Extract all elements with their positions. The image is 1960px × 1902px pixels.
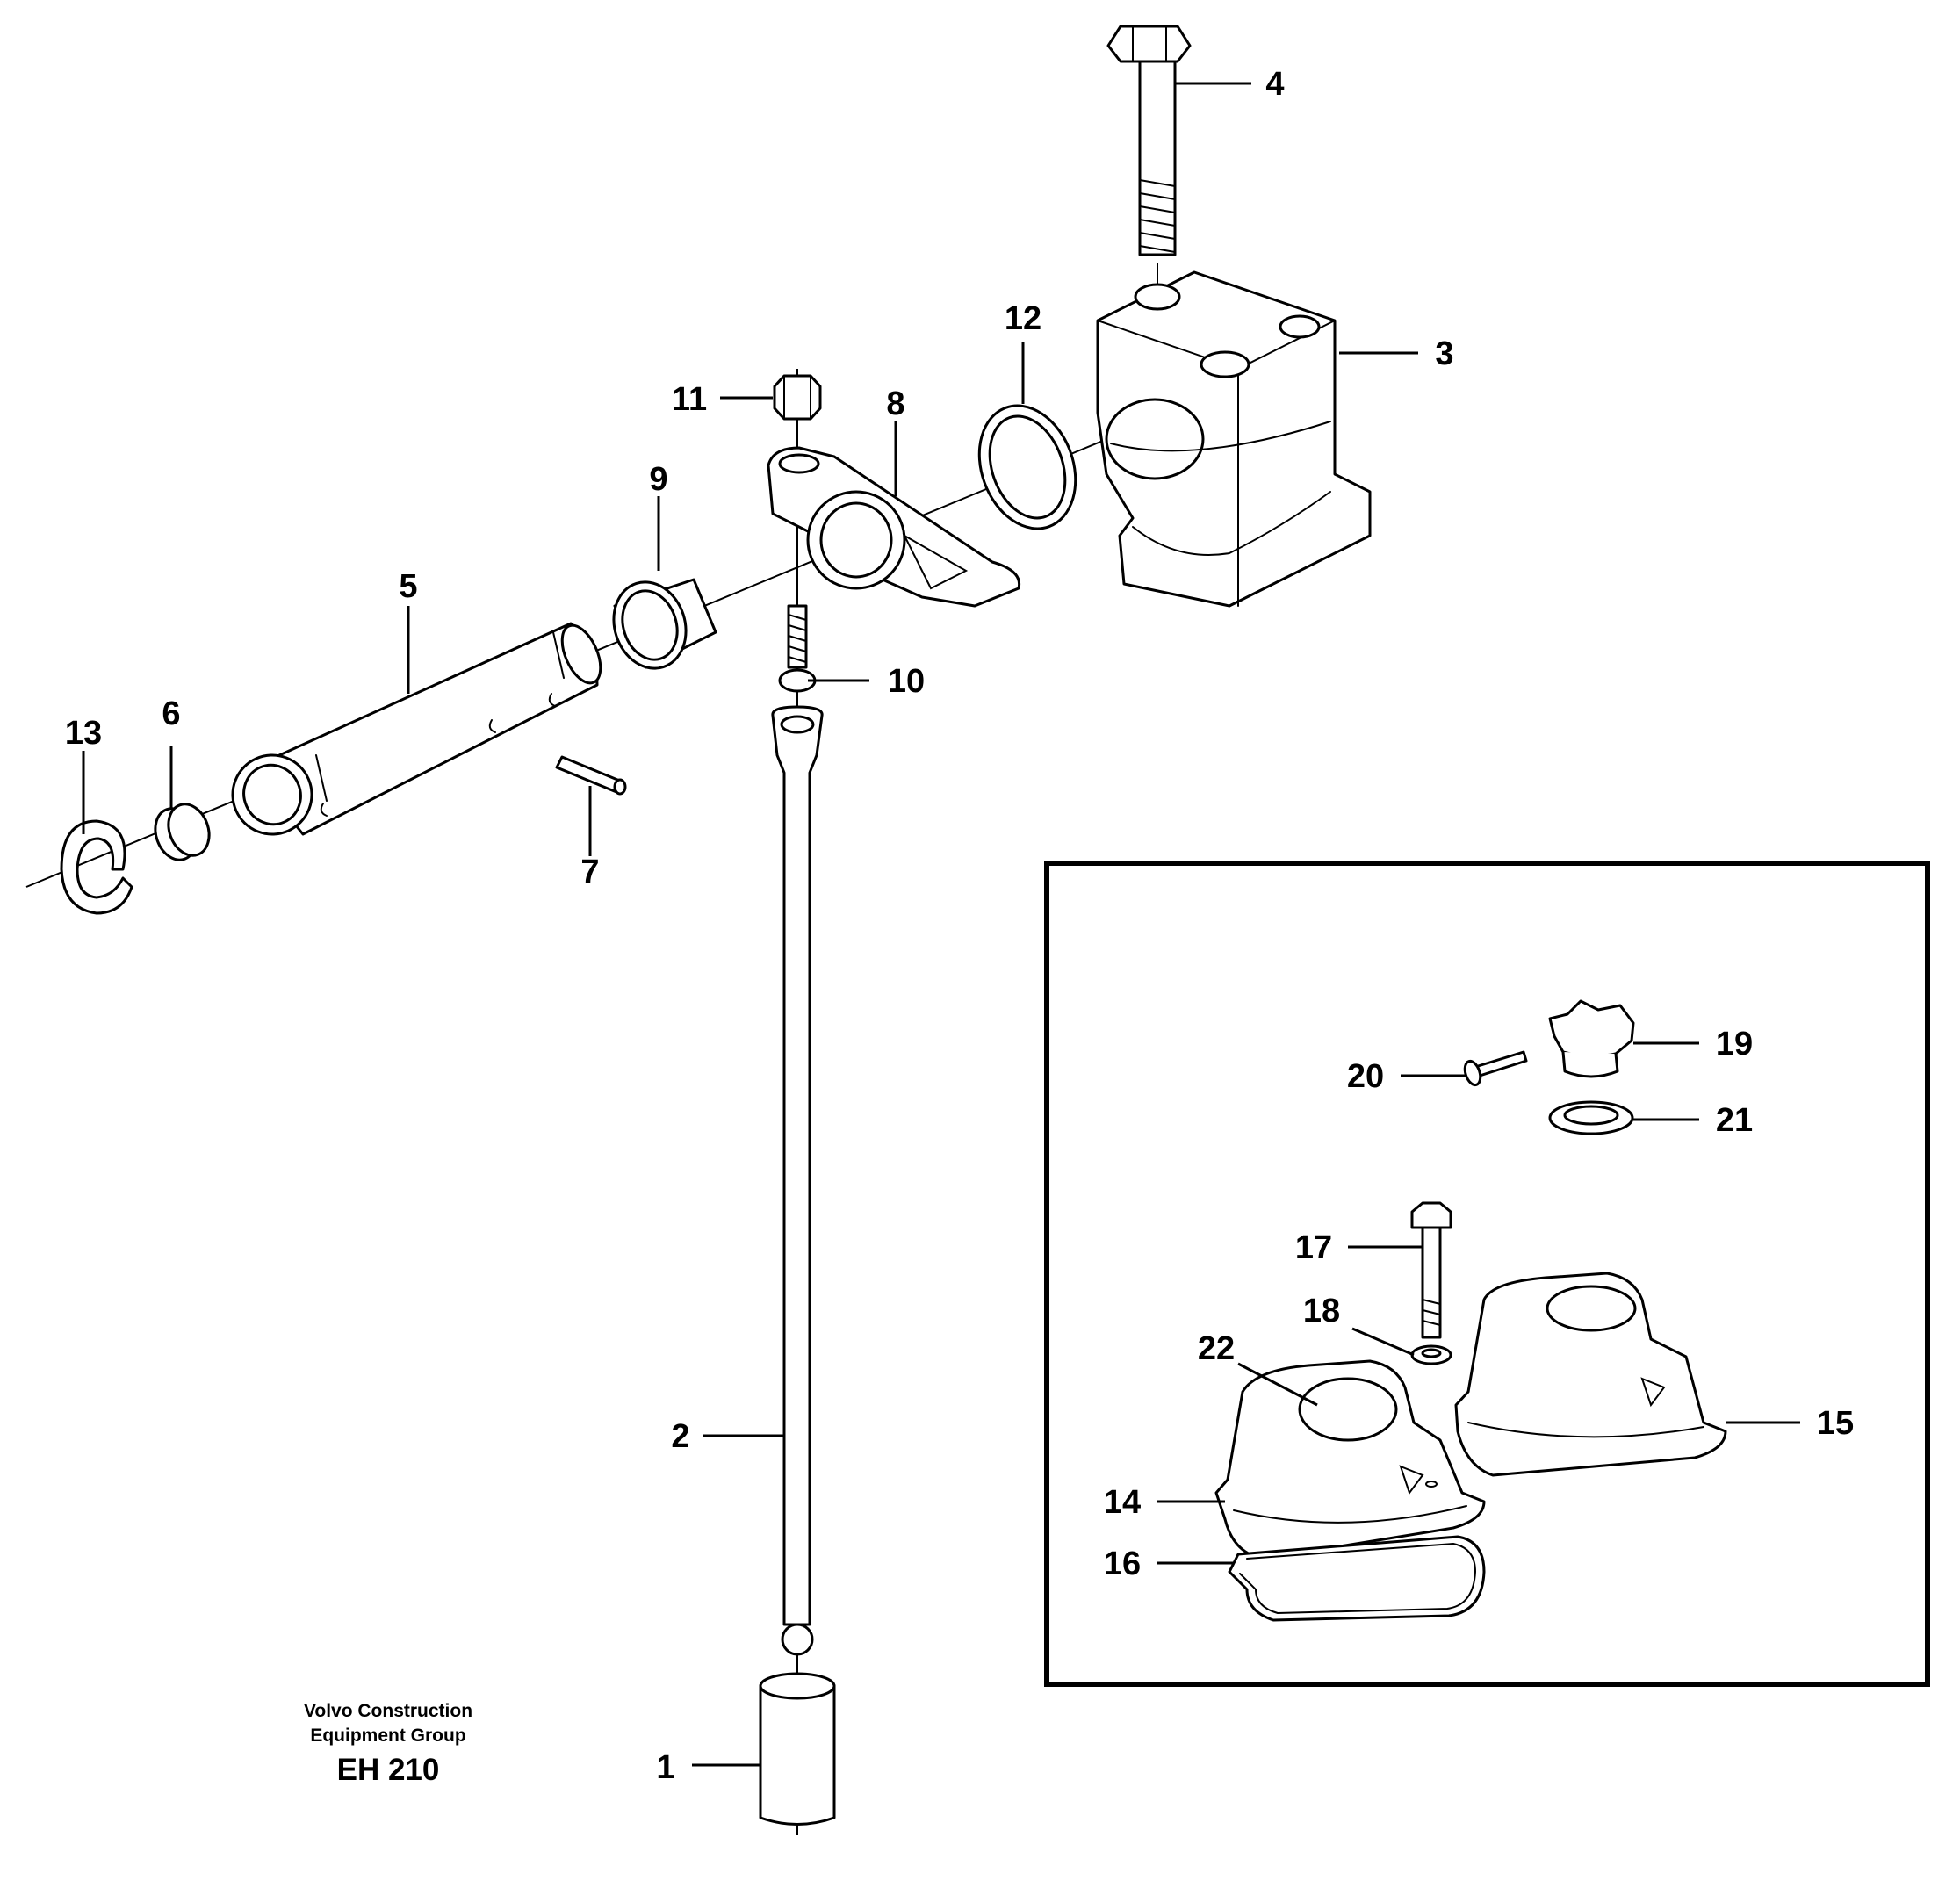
- part-5-rocker-shaft: [231, 622, 602, 836]
- callout-18: 18: [1303, 1293, 1340, 1329]
- callout-2: 2: [671, 1418, 689, 1455]
- part-16-gasket: [1228, 1535, 1486, 1622]
- callout-1: 1: [656, 1749, 674, 1786]
- callout-labels: 1 2 3 4 5 6 7 8 9 10 11 12 13 14 15 16 1…: [65, 66, 1854, 1786]
- callout-19: 19: [1716, 1026, 1753, 1063]
- credit-line-2: Equipment Group: [310, 1725, 465, 1746]
- callout-20: 20: [1347, 1058, 1384, 1095]
- callout-15: 15: [1817, 1405, 1854, 1442]
- part-1-tappet: [759, 1672, 836, 1826]
- callout-21: 21: [1716, 1102, 1753, 1139]
- callout-14: 14: [1104, 1484, 1141, 1521]
- part-13-circlip: [60, 819, 133, 915]
- part-19-filler-cap: [1548, 999, 1635, 1078]
- part-7-pin: [555, 755, 627, 796]
- part-10-adjusting-screw: [778, 604, 817, 693]
- callout-12: 12: [1005, 300, 1041, 337]
- callout-11: 11: [672, 381, 707, 418]
- part-6-ring: [154, 803, 211, 861]
- part-9-bushing: [612, 578, 717, 670]
- callout-7: 7: [580, 854, 599, 890]
- callout-13: 13: [65, 715, 102, 752]
- figure-code: EH 210: [337, 1753, 440, 1787]
- part-14-rocker-cover: [1214, 1359, 1486, 1560]
- callout-3: 3: [1435, 335, 1453, 372]
- callout-8: 8: [886, 385, 904, 422]
- inset-frame: [1044, 861, 1930, 1687]
- credit-line-1: Volvo Construction: [304, 1701, 472, 1721]
- part-17-bolt: [1410, 1201, 1452, 1339]
- callout-9: 9: [649, 461, 667, 498]
- callout-10: 10: [888, 663, 925, 700]
- callout-22: 22: [1198, 1330, 1235, 1367]
- part-12-o-ring: [977, 404, 1077, 530]
- leader-lines: [82, 82, 1800, 1767]
- callout-6: 6: [162, 695, 180, 732]
- part-8-rocker-arm: [767, 446, 1021, 608]
- callout-17: 17: [1295, 1229, 1332, 1266]
- part-15-rocker-cover: [1454, 1272, 1727, 1477]
- part-21-washer: [1548, 1100, 1634, 1135]
- callout-4: 4: [1265, 66, 1284, 103]
- part-4-bolt: [1106, 25, 1192, 256]
- part-2-push-rod: [771, 705, 824, 1656]
- callout-5: 5: [399, 568, 417, 605]
- callout-16: 16: [1104, 1545, 1141, 1582]
- part-3-bracket: [1096, 270, 1372, 608]
- footer-credit: Volvo Construction Equipment Group EH 21…: [304, 1701, 472, 1787]
- part-20-screw: [1463, 1050, 1528, 1087]
- part-18-washer: [1410, 1344, 1452, 1365]
- part-11-nut: [773, 374, 822, 421]
